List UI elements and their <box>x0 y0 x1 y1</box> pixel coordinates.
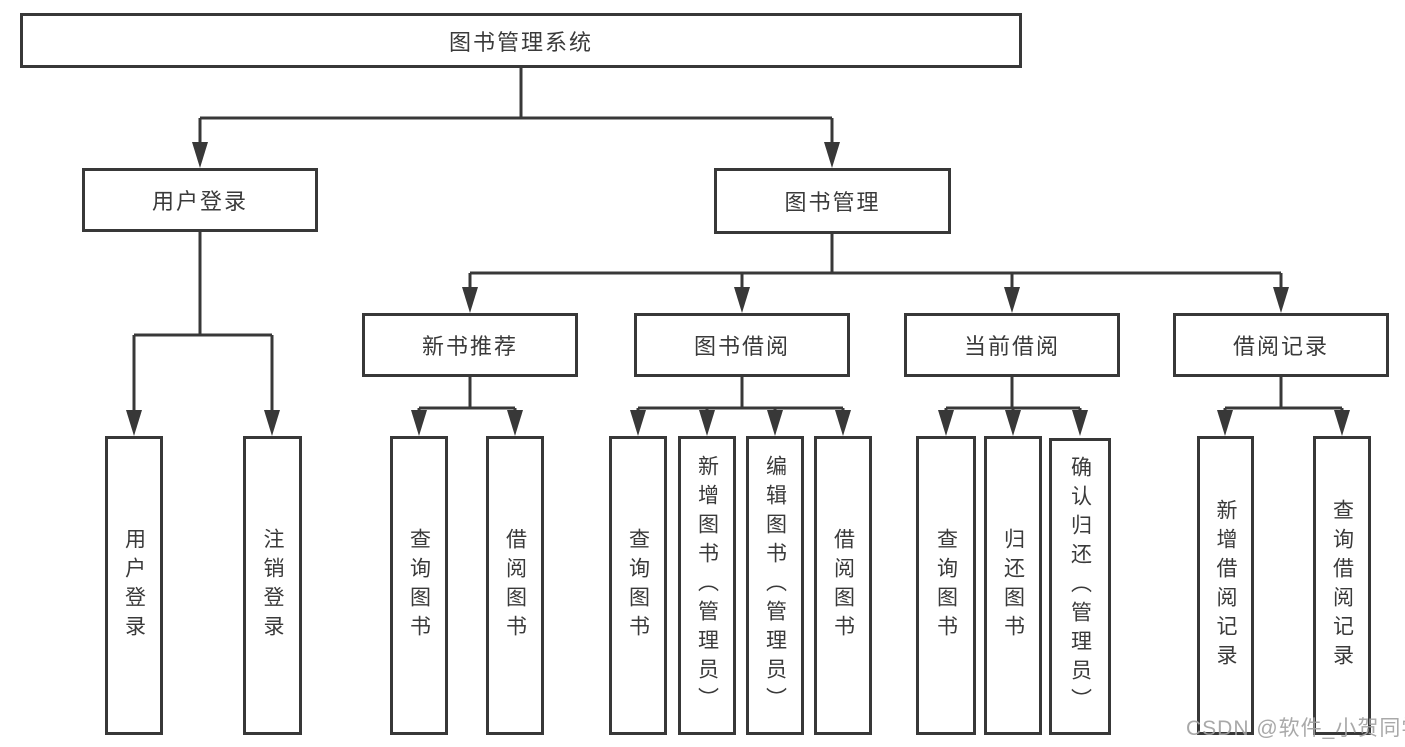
node-leaf-borrow-book-recommend: 借阅图书 <box>486 436 544 735</box>
node-leaf-confirm-return-admin: 确认归还（管理员） <box>1049 438 1111 735</box>
node-leaf-return-book: 归还图书 <box>984 436 1042 735</box>
node-current-borrow: 当前借阅 <box>904 313 1120 377</box>
node-leaf-add-book-admin: 新增图书（管理员） <box>678 436 736 735</box>
node-leaf-query-borrow-record: 查询借阅记录 <box>1313 436 1371 735</box>
node-root: 图书管理系统 <box>20 13 1022 68</box>
node-leaf-user-login: 用户登录 <box>105 436 163 735</box>
node-leaf-add-borrow-record: 新增借阅记录 <box>1197 436 1254 735</box>
node-leaf-logout: 注销登录 <box>243 436 302 735</box>
csdn-watermark: CSDN @软件_小贺同学 <box>1186 717 1405 740</box>
node-book-borrow: 图书借阅 <box>634 313 850 377</box>
node-leaf-query-book-borrow: 查询图书 <box>609 436 667 735</box>
node-new-book-recommend: 新书推荐 <box>362 313 578 377</box>
node-leaf-borrow-book: 借阅图书 <box>814 436 872 735</box>
node-leaf-query-book-recommend: 查询图书 <box>390 436 448 735</box>
node-leaf-query-book-current: 查询图书 <box>916 436 976 735</box>
node-user-login: 用户登录 <box>82 168 318 232</box>
node-borrow-record: 借阅记录 <box>1173 313 1389 377</box>
node-book-management: 图书管理 <box>714 168 951 234</box>
node-leaf-edit-book-admin: 编辑图书（管理员） <box>746 436 804 735</box>
